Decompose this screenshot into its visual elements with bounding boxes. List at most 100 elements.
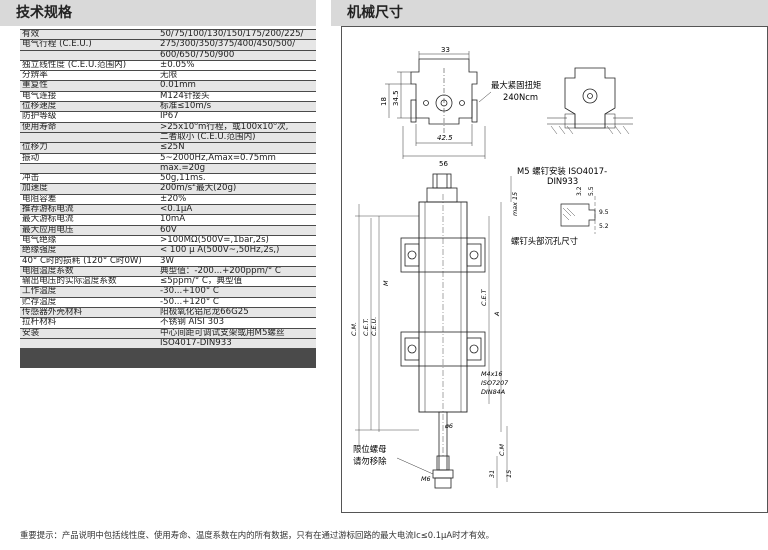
spec-label: 有效 (20, 28, 158, 41)
spec-label: 输出电压的实际温度系数 (20, 276, 158, 288)
spec-value: ≤25N (158, 142, 316, 154)
spec-row: 二者取小 (C.E.U.范围内) (20, 132, 316, 144)
spec-value: <0.1μA (158, 204, 316, 216)
mechanical-drawing: 33 34.5 18 42.5 56 最大紧固扭矩 240Ncm M5 螺钉安装… (341, 26, 768, 513)
spec-value: IP67 (158, 111, 316, 123)
dim-ceu: C.E.U. (370, 317, 378, 336)
spec-row (20, 351, 316, 354)
spec-value: 中心间距可调试支架或用M5螺丝 (158, 328, 316, 339)
spec-row: 独立线性度 (C.E.U.范围内)±0.05% (20, 60, 316, 72)
spec-value: 阳极氧化铝尼龙66G25 (158, 307, 316, 319)
mechanical-header: 机械尺寸 (331, 0, 768, 26)
spec-row (20, 356, 316, 359)
spec-header: 技术规格 (0, 0, 316, 26)
spec-label (20, 362, 158, 365)
spec-label (20, 163, 158, 175)
spec-label (20, 360, 158, 363)
spec-row: 电气绝缘>100MΩ(500V=,1bar,2s) (20, 235, 316, 247)
spec-row (20, 364, 316, 367)
spec-row: 位移力≤25N (20, 142, 316, 154)
nut-label: 限位螺母 (353, 444, 387, 454)
dim-33: 33 (441, 46, 450, 54)
spec-value: 标准≤10m/s (158, 101, 316, 113)
spec-row (20, 354, 316, 357)
spec-row: max.=20g (20, 163, 316, 175)
dim-31: 31 (488, 470, 496, 478)
spec-value (158, 355, 316, 358)
body-dims (355, 176, 512, 488)
spec-value: 10mA (158, 214, 316, 226)
dim-a: A (493, 312, 501, 317)
screw-m4: M4x16 (481, 370, 503, 378)
spec-row: 传感器外壳材料阳极氧化铝尼龙66G25 (20, 307, 316, 319)
spec-label (20, 363, 158, 366)
spec-value-part: 6 (273, 122, 277, 127)
spec-label: 最大应用电压 (20, 225, 158, 236)
dim-15: 15 (505, 470, 513, 478)
spec-row: 电阻温度系数典型值：-200...+200ppm/° C (20, 266, 316, 278)
spec-label: 电气连接 (20, 91, 158, 103)
spec-label (20, 354, 158, 357)
dim-cet: C.E.T. (362, 318, 370, 336)
spec-label (20, 348, 158, 351)
dim-18: 18 (380, 97, 388, 106)
spec-label: 加速度 (20, 183, 158, 195)
spec-label: 使用寿命 (20, 122, 158, 133)
spec-value (158, 360, 316, 363)
spec-row (20, 350, 316, 353)
spec-row: 拉杆材料不锈钢 AISI 303 (20, 317, 316, 329)
spec-label: 绝缘强度 (20, 245, 158, 257)
sensor-body (418, 194, 468, 456)
spec-value (158, 361, 316, 364)
spec-label (20, 364, 158, 367)
spec-value (158, 357, 316, 360)
dim-phi6: ø6 (444, 422, 453, 430)
spec-value: -50...+120° C (158, 297, 316, 309)
spec-label: 最大游标电流 (20, 214, 158, 226)
spec-value: 200m/s2最大(20g) (158, 183, 316, 195)
spec-value: ±20% (158, 194, 316, 206)
spec-label (20, 351, 158, 354)
top-dims (385, 51, 486, 159)
counterbore-label: 螺钉头部沉孔尺寸 (511, 236, 578, 246)
spec-value (158, 358, 316, 361)
spec-value (158, 354, 316, 357)
spec-value: 5~2000Hz,Amax=0.75mm (158, 153, 316, 164)
dim-cet-2: C.E.T (480, 288, 488, 306)
spec-label (20, 356, 158, 359)
spec-label (20, 366, 158, 369)
nut-note: 请勿移除 (353, 456, 387, 466)
spec-value: M124针接头 (158, 91, 316, 103)
spec-value (158, 350, 316, 353)
spec-row (20, 361, 316, 364)
spec-value (158, 356, 316, 359)
spec-label: 40° C时的损耗 (120° C时0W) (20, 256, 158, 267)
spec-label: 重复性 (20, 80, 158, 92)
spec-label: 工作温度 (20, 286, 158, 298)
screw-iso: ISO7207 (481, 379, 508, 387)
spec-row (20, 363, 316, 366)
spec-label (20, 50, 158, 61)
spec-label (20, 359, 158, 362)
spec-value: 无限 (158, 70, 316, 82)
spec-value (158, 365, 316, 368)
torque-label: 最大紧固扭矩 (491, 80, 541, 90)
spec-value-part: 6 (194, 122, 198, 127)
spec-value-part: 最大(20g) (195, 183, 237, 194)
drawing-frame (341, 26, 768, 513)
spec-label: 振动 (20, 153, 158, 164)
spec-label (20, 352, 158, 355)
spec-value (158, 362, 316, 365)
m5-label: M5 螺钉安装 ISO4017- (517, 166, 607, 176)
spec-label (20, 361, 158, 364)
spec-label: 独立线性度 (C.E.U.范围内) (20, 60, 158, 72)
spec-row: 40° C时的损耗 (120° C时0W)3W (20, 256, 316, 267)
spec-label: 分辨率 (20, 70, 158, 82)
screw-din: DIN84A (481, 388, 505, 396)
spec-row (20, 362, 316, 365)
